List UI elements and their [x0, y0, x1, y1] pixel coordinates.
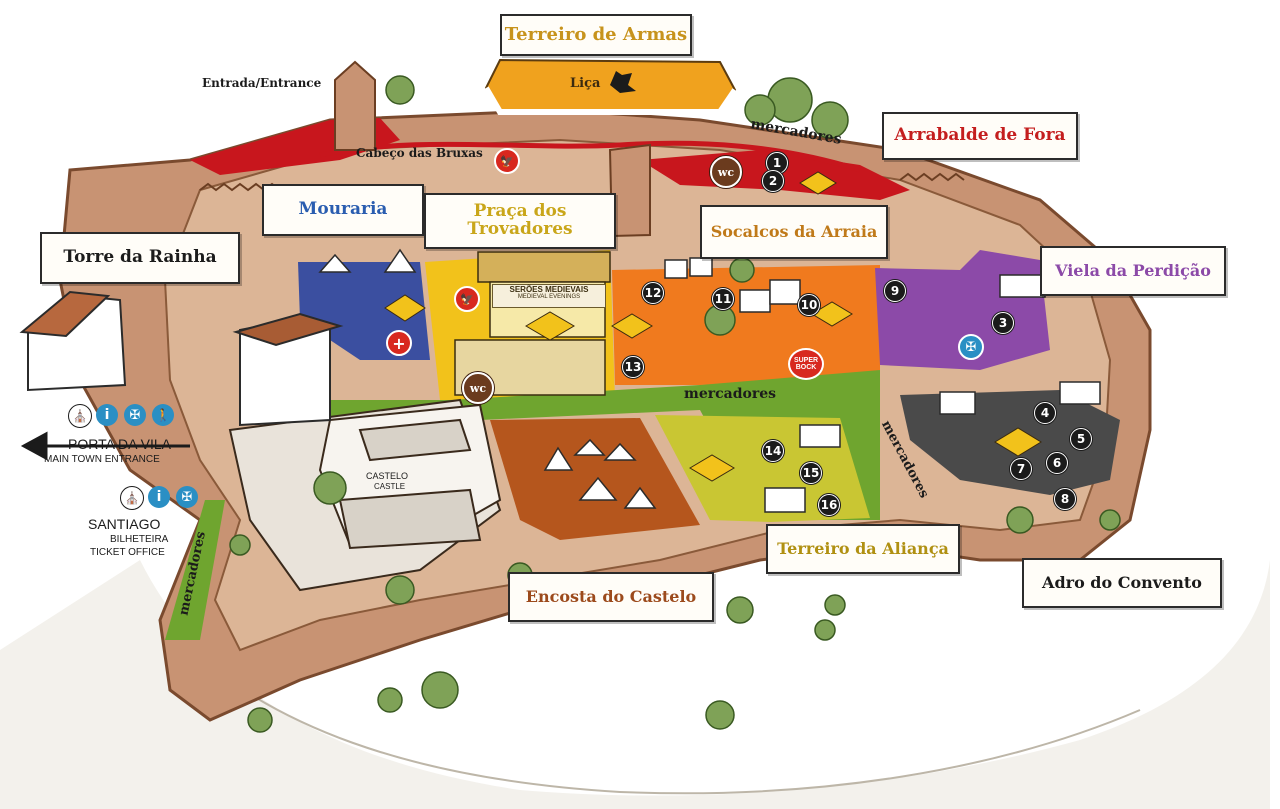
wc-icon-praca: wc [462, 372, 494, 404]
tents [318, 248, 657, 509]
point-2: 2 [762, 170, 784, 192]
point-16: 16 [818, 494, 840, 516]
label-torre-rainha: Torre da Rainha [40, 232, 240, 284]
point-9: 9 [884, 280, 906, 302]
label-bilheteira: BILHETEIRA [110, 534, 169, 545]
label-encosta-castelo: Encosta do Castelo [508, 572, 714, 622]
cross-icon: ✠ [124, 404, 146, 426]
label-terreiro-armas: Terreiro de Armas [500, 14, 692, 56]
entrance-tower [334, 60, 376, 151]
point-4: 4 [1034, 402, 1056, 424]
label-terreiro-alianca: Terreiro da Aliança [766, 524, 960, 574]
encosta-zone [490, 418, 700, 540]
label-ticket-office: TICKET OFFICE [90, 547, 165, 558]
point-14: 14 [762, 440, 784, 462]
label-mouraria: Mouraria [262, 184, 424, 236]
church-icon: ⛪ [68, 404, 92, 428]
cross-icon-santiago: ✠ [176, 486, 198, 508]
tower-mid [608, 143, 651, 238]
label-arrabalde-fora: Arrabalde de Fora [882, 112, 1078, 160]
lica-arena [484, 58, 737, 113]
red-path [319, 140, 861, 173]
hillside [0, 560, 1270, 809]
label-viela-perdicao: Viela da Perdição [1040, 246, 1226, 296]
entrance-arrow [20, 431, 190, 461]
wc-icon-top: wc [710, 156, 742, 188]
point-12: 12 [642, 282, 664, 304]
label-lica: Liça [570, 76, 601, 91]
point-5: 5 [1070, 428, 1092, 450]
seroes-title: SERÕES MEDIEVAIS [509, 285, 589, 294]
seroes-sign: SERÕES MEDIEVAIS MEDIEVAL EVENINGS [492, 284, 606, 308]
point-8: 8 [1054, 488, 1076, 510]
label-main-town-entrance: MAIN TOWN ENTRANCE [44, 454, 160, 465]
label-cabeco-bruxas: Cabeço das Bruxas [356, 146, 483, 160]
label-castelo: CASTELO [366, 471, 409, 481]
first-aid-icon: + [386, 330, 412, 356]
castle [228, 398, 502, 592]
point-10: 10 [798, 294, 820, 316]
point-13: 13 [622, 356, 644, 378]
left-green-strip [165, 500, 225, 640]
super-bock-icon: SUPER BOCK [788, 348, 824, 380]
point-3: 3 [992, 312, 1014, 334]
point-15: 15 [800, 462, 822, 484]
point-6: 6 [1046, 452, 1068, 474]
label-santiago: SANTIAGO [88, 516, 161, 532]
cross-icon-viela: ✠ [958, 334, 984, 360]
label-entrada: Entrada/Entrance [202, 76, 322, 90]
label-mercadores-center: mercadores [684, 386, 776, 402]
label-castle: CASTLE [374, 482, 406, 491]
person-icon: 🚶 [152, 404, 174, 426]
point-11: 11 [712, 288, 734, 310]
label-socalcos-arraia: Socalcos da Arraia [700, 205, 888, 259]
eagle-icon-praca: 🦅 [454, 286, 480, 312]
hillside-outline [159, 619, 1141, 795]
info-icon: i [96, 404, 118, 426]
info-icon-santiago: i [148, 486, 170, 508]
eagle-icon-cabeco: 🦅 [494, 148, 520, 174]
church-icon-santiago: ⛪ [120, 486, 144, 510]
label-praca-trovadores: Praça dos Trovadores [424, 193, 616, 249]
point-7: 7 [1010, 458, 1032, 480]
label-porta-vila: PORTA DA VILA [68, 436, 171, 452]
lica-fence [483, 86, 738, 115]
seroes-subtitle: MEDIEVAL EVENINGS [517, 294, 581, 300]
knight-silhouette [610, 71, 636, 93]
activity-diamonds [384, 171, 1042, 482]
torre-rainha-buildings [19, 290, 344, 427]
label-adro-convento: Adro do Convento [1022, 558, 1222, 608]
